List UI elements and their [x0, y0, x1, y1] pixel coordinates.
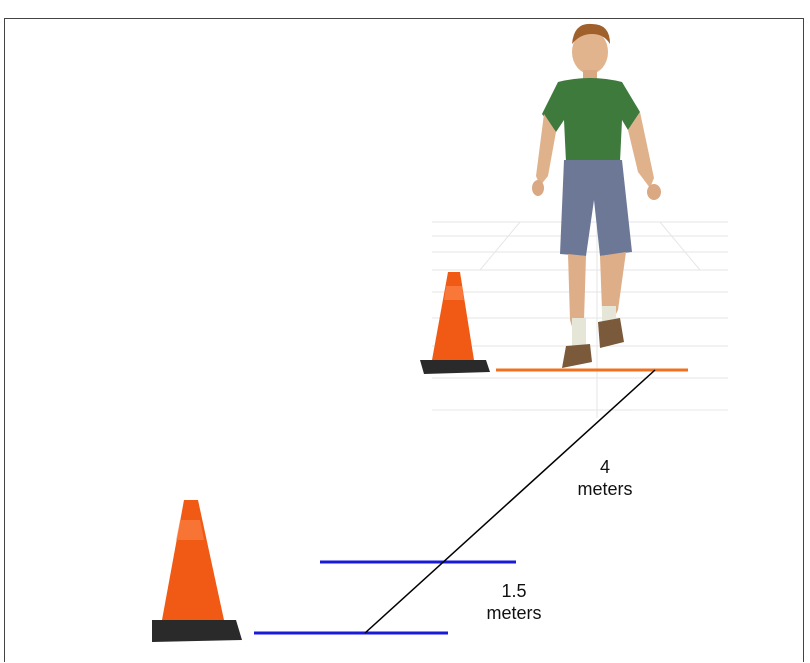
walking-person: [532, 23, 661, 368]
far-distance-value: 4: [599, 457, 610, 477]
far-distance-label: 4 meters: [570, 456, 640, 500]
cone-near: [152, 500, 242, 642]
far-distance-unit: meters: [577, 479, 633, 499]
cone-far: [420, 272, 490, 374]
distance-diagonal: [364, 369, 656, 634]
near-distance-value: 1.5: [501, 581, 527, 601]
near-distance-label: 1.5 meters: [474, 580, 554, 624]
near-distance-unit: meters: [486, 603, 542, 623]
figure-frame: [4, 18, 804, 662]
